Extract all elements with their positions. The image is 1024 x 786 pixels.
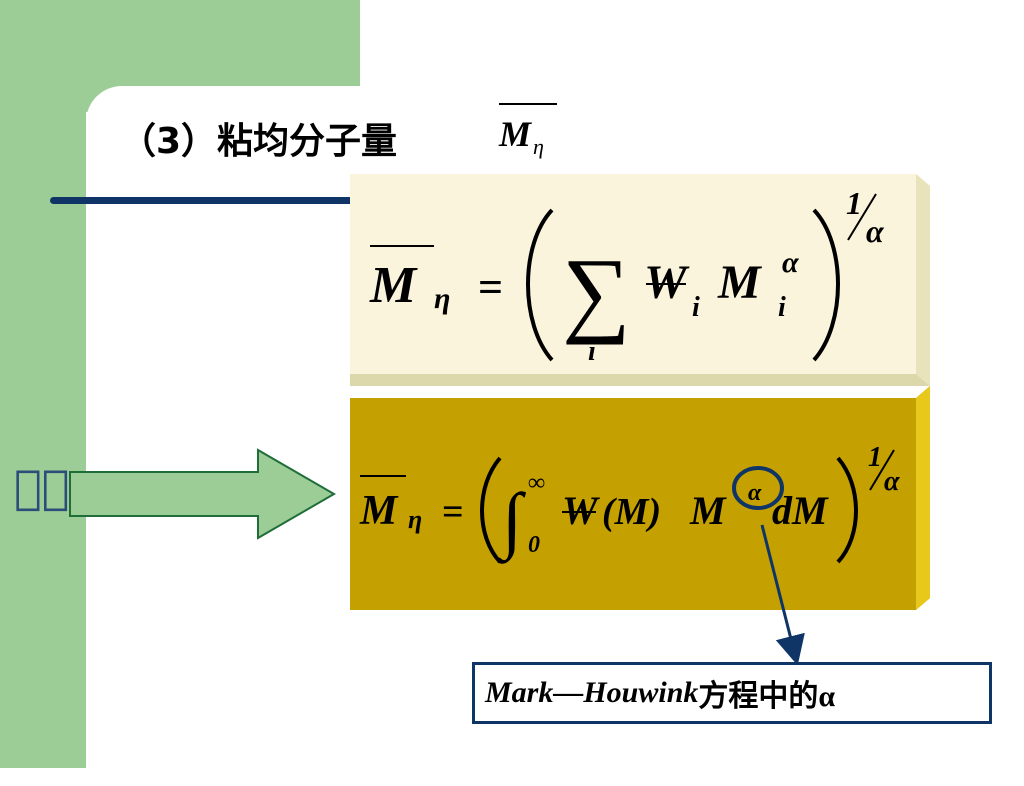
lower-limit: 0 bbox=[528, 532, 540, 558]
sum-formula-svg: M η = ∑ i W i M i α 1 α bbox=[350, 174, 930, 386]
exponent-slash bbox=[869, 449, 895, 491]
title-symbol-m-eta: M η bbox=[498, 103, 557, 159]
m-subscript: i bbox=[778, 292, 786, 323]
m-superscript: α bbox=[748, 480, 762, 506]
title-symbol-letter: M bbox=[498, 114, 533, 154]
w-argument: (M) bbox=[602, 491, 661, 533]
integral-formula-box: M η = ∫ ∞ 0 W (M) M α dM 1 α bbox=[350, 386, 930, 612]
title-underline-rule bbox=[50, 197, 380, 204]
right-arrow bbox=[69, 448, 336, 540]
w-letter: W bbox=[562, 488, 600, 533]
sum-index: i bbox=[588, 336, 596, 367]
left-paren bbox=[526, 208, 554, 362]
m-superscript: α bbox=[782, 246, 799, 279]
integral-formula-svg: M η = ∫ ∞ 0 W (M) M α dM 1 α bbox=[350, 386, 930, 610]
arrow-missing-glyphs: 􀀀􀀀 bbox=[14, 460, 70, 514]
w-subscript: i bbox=[692, 292, 700, 323]
sum-sign: ∑ bbox=[562, 238, 630, 345]
title-symbol-subscript: η bbox=[533, 134, 544, 159]
callout-pointer-arrow bbox=[760, 524, 805, 666]
arrow-shape bbox=[69, 448, 336, 540]
mark-houwink-callout: Mark—Houwink 方程中的α bbox=[472, 662, 992, 724]
upper-limit: ∞ bbox=[528, 470, 545, 496]
lhs-subscript: η bbox=[434, 282, 450, 315]
box-face bbox=[350, 174, 930, 386]
slide-title: （3）粘均分子量 bbox=[120, 121, 398, 162]
pointer-line bbox=[760, 524, 805, 666]
exponent-slash bbox=[847, 193, 877, 241]
integral-sign: ∫ bbox=[498, 479, 527, 564]
sidebar-green-bar bbox=[0, 0, 86, 768]
right-paren bbox=[812, 208, 840, 362]
m-letter: M bbox=[717, 256, 763, 309]
lhs-subscript: η bbox=[408, 505, 422, 534]
equals-sign: = bbox=[442, 491, 464, 533]
exponent-denominator: α bbox=[866, 213, 885, 249]
equals-sign: = bbox=[478, 263, 503, 312]
box-side bbox=[916, 386, 930, 610]
exponent-denominator: α bbox=[884, 466, 900, 497]
lhs-letter: M bbox=[369, 257, 418, 314]
exponent-numerator: 1 bbox=[846, 185, 862, 221]
callout-italic-text: Mark—Houwink bbox=[485, 676, 699, 709]
box-side bbox=[916, 174, 930, 386]
alpha-highlight-circle bbox=[732, 466, 784, 510]
exponent-numerator: 1 bbox=[868, 442, 882, 473]
lhs-letter: M bbox=[359, 488, 399, 534]
callout-plain-text: 方程中的α bbox=[698, 680, 836, 713]
m-letter: M bbox=[689, 488, 727, 533]
right-paren bbox=[836, 456, 858, 564]
box-bottom bbox=[350, 374, 930, 386]
left-paren bbox=[480, 456, 502, 564]
sum-formula-box: M η = ∑ i W i M i α 1 α bbox=[350, 174, 930, 386]
w-letter: W bbox=[644, 256, 690, 309]
